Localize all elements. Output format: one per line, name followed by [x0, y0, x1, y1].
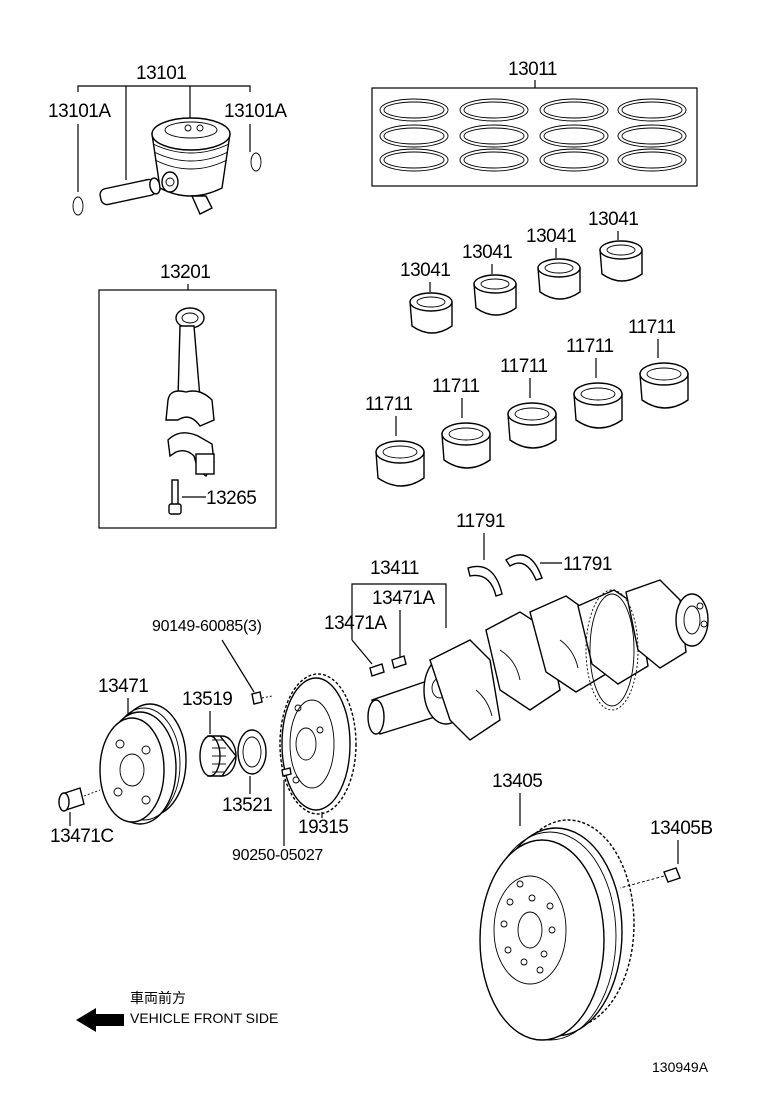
conrod-bearing-3: [537, 258, 581, 300]
main-bearing-group: 11711 11711 11711 11711 11711: [365, 317, 689, 487]
main-bearing-3: [507, 402, 557, 449]
label-13405b: 13405B: [650, 818, 713, 839]
snap-ring-right: [250, 152, 262, 172]
main-bearing-4: [573, 382, 623, 429]
label-13101a-left: 13101A: [48, 101, 111, 122]
label-13471c: 13471C: [50, 826, 114, 847]
thrust-washer-group: 11791 11791: [456, 511, 612, 597]
main-bearing-5: [639, 362, 689, 409]
connecting-rod: [165, 307, 215, 478]
crank-pulley-group: 13471: [98, 676, 187, 825]
label-13471: 13471: [98, 676, 148, 697]
ring-set-1: [379, 98, 449, 172]
thrust-washer-1: [467, 565, 503, 597]
vehicle-front-indicator: 車両前方 VEHICLE FRONT SIDE: [76, 990, 278, 1032]
pulley-bolt-group: 13471C: [50, 787, 114, 847]
direction-label-en: VEHICLE FRONT SIDE: [130, 1010, 278, 1026]
label-13519: 13519: [182, 689, 232, 710]
ring-13521: [237, 729, 267, 775]
flywheel: [479, 819, 635, 1041]
label-90250-05027: 90250-05027: [232, 847, 323, 864]
label-13041-b: 13041: [462, 242, 512, 263]
piston-ring-set-group: 13011: [371, 59, 698, 187]
label-13101: 13101: [136, 63, 186, 84]
ring-set-box: [371, 87, 698, 187]
label-90149-60085: 90149-60085(3): [152, 618, 262, 635]
label-13011: 13011: [508, 59, 557, 80]
piston-assembly-group: 13101 13101A 13101A: [48, 63, 288, 216]
main-bearing-1: [375, 440, 425, 487]
snap-ring-left: [72, 196, 84, 216]
label-11711-d: 11711: [566, 336, 614, 357]
label-11711-b: 11711: [432, 376, 480, 397]
crank-key-1: [369, 663, 385, 677]
connecting-rod-group: 13201 13265: [98, 262, 277, 529]
crankshaft: [367, 579, 709, 741]
diagram-id: 130949A: [652, 1059, 709, 1075]
piston: [151, 117, 231, 215]
timing-rotor-group: 19315 90250-05027: [232, 673, 357, 864]
ring-set-3: [539, 98, 609, 172]
conrod-bearing-1: [409, 292, 453, 334]
main-bearing-2: [441, 422, 491, 469]
pin-90250: [281, 767, 292, 777]
conrod-bearing-2: [473, 274, 517, 316]
label-13041-d: 13041: [588, 209, 638, 230]
arrow-left-icon: [76, 1008, 124, 1032]
bolt-90149-group: 90149-60085(3): [152, 618, 273, 705]
crankshaft-group: 13411 13471A 13471A: [324, 558, 709, 741]
conrod-bearing-group: 13041 13041 13041 13041: [400, 209, 643, 334]
ring-set-2: [459, 98, 529, 172]
label-11711-a: 11711: [365, 394, 413, 415]
screw-90149: [251, 691, 263, 705]
flywheel-group: 13405: [479, 771, 635, 1041]
label-13471a-right: 13471A: [372, 588, 435, 609]
conrod-bearing-4: [599, 240, 643, 282]
ring-set-4: [617, 98, 687, 172]
label-13521: 13521: [222, 795, 272, 816]
timing-rotor-19315: [279, 673, 357, 815]
label-19315: 19315: [298, 817, 348, 838]
timing-sprocket-group: 13519 13521: [182, 689, 273, 816]
label-13265: 13265: [206, 488, 256, 509]
crank-key-2: [391, 655, 407, 669]
crank-pulley: [99, 703, 187, 825]
label-13411: 13411: [370, 558, 419, 579]
label-11711-c: 11711: [500, 356, 548, 377]
piston-pin: [99, 177, 161, 206]
flywheel-bolt: [663, 867, 681, 883]
label-13101a-right: 13101A: [224, 101, 287, 122]
label-13405: 13405: [492, 771, 542, 792]
label-11791-right: 11791: [563, 554, 612, 575]
label-11711-e: 11711: [628, 317, 676, 338]
gear-13519: [199, 735, 237, 777]
conrod-bolt: [168, 479, 182, 515]
thrust-washer-2: [505, 554, 543, 581]
label-13201: 13201: [160, 262, 210, 283]
label-11791-top: 11791: [456, 511, 505, 532]
label-13041-c: 13041: [526, 226, 576, 247]
conrod-box: [98, 289, 277, 529]
label-13471a-left: 13471A: [324, 613, 387, 634]
flywheel-bolt-group: 13405B: [619, 818, 713, 889]
label-13041-a: 13041: [400, 260, 450, 281]
direction-label-jp: 車両前方: [130, 990, 186, 1006]
